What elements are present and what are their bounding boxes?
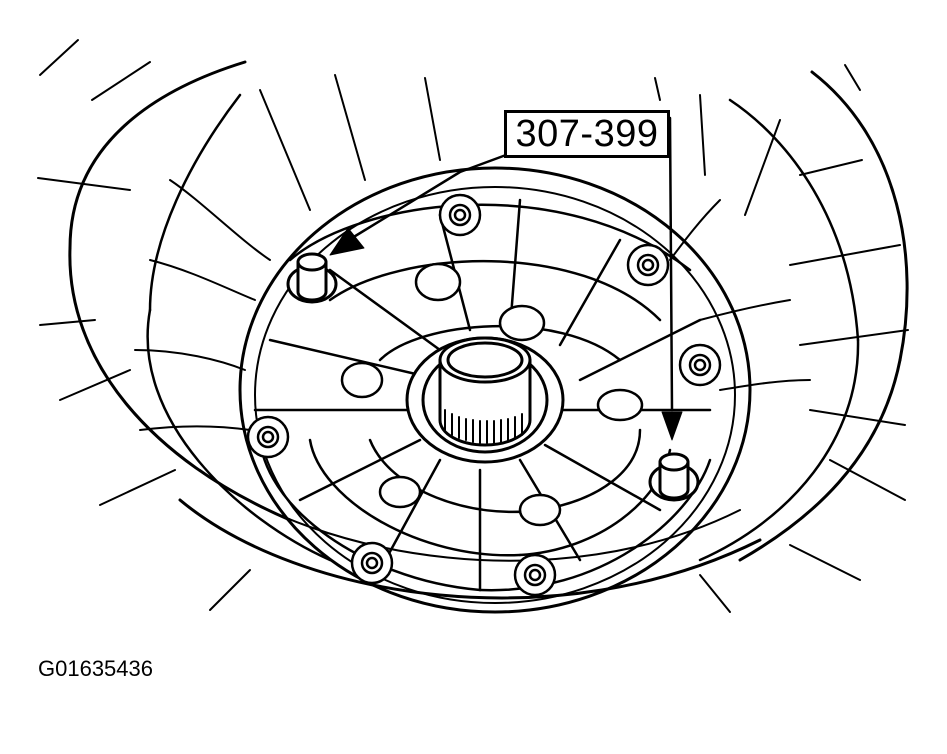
pump-body — [238, 166, 752, 614]
vanes — [37, 39, 909, 613]
oil-passages — [340, 262, 644, 527]
bolt-boss-right — [678, 343, 722, 387]
alignment-pin-left — [286, 252, 338, 304]
alignment-pin-right — [648, 452, 700, 502]
arrowhead-left — [329, 227, 365, 256]
arrowhead-right — [661, 411, 683, 441]
figure-id: G01635436 — [38, 656, 153, 681]
hub-splines — [444, 409, 523, 444]
stator-hub — [405, 336, 565, 464]
leader-arrowheads — [329, 227, 683, 441]
bolt-boss-top — [438, 193, 482, 237]
bolt-boss-upper-right — [626, 243, 670, 287]
bolt-bosses — [246, 193, 722, 597]
bolt-boss-lower-right — [513, 553, 557, 597]
tool-callout-box: 307-399 — [504, 110, 670, 158]
outer-housing — [68, 60, 909, 600]
tool-number-label: 307-399 — [515, 113, 659, 155]
bolt-boss-left — [246, 415, 290, 459]
bolt-boss-lower-left — [350, 541, 394, 585]
